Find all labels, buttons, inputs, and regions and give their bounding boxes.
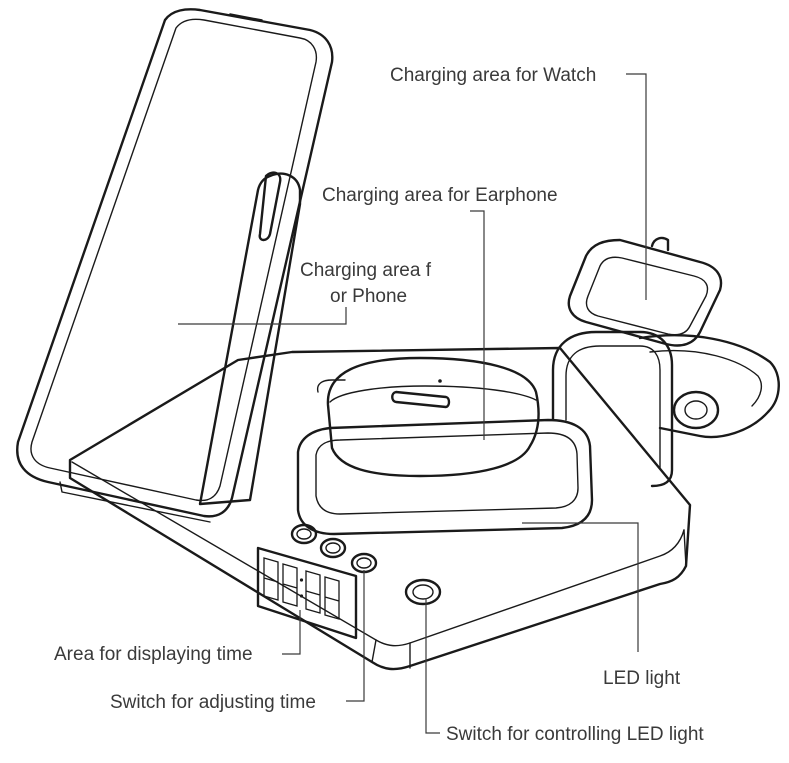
label-adjust-switch: Switch for adjusting time [110,692,316,713]
smartwatch-icon [553,238,779,486]
charger-base [70,348,690,669]
label-watch: Charging area for Watch [390,65,596,86]
phone-leader [178,307,346,324]
phone-stand [200,174,300,504]
label-time-display: Area for displaying time [54,644,253,665]
earphone-leader [470,211,484,440]
earbuds-case-icon [318,358,539,476]
label-earphone: Charging area for Earphone [322,185,558,206]
label-phone-line2: or Phone [330,286,407,307]
watch-leader [626,74,646,300]
label-phone-line1: Charging area f [300,260,432,281]
smartphone-icon [17,9,332,522]
led-light-leader [522,523,638,652]
led-switch-leader [426,598,440,733]
digital-clock-icon [258,548,356,638]
label-led-switch: Switch for controlling LED light [446,724,704,745]
label-led-light: LED light [603,668,681,689]
earbuds-pad [298,420,592,534]
